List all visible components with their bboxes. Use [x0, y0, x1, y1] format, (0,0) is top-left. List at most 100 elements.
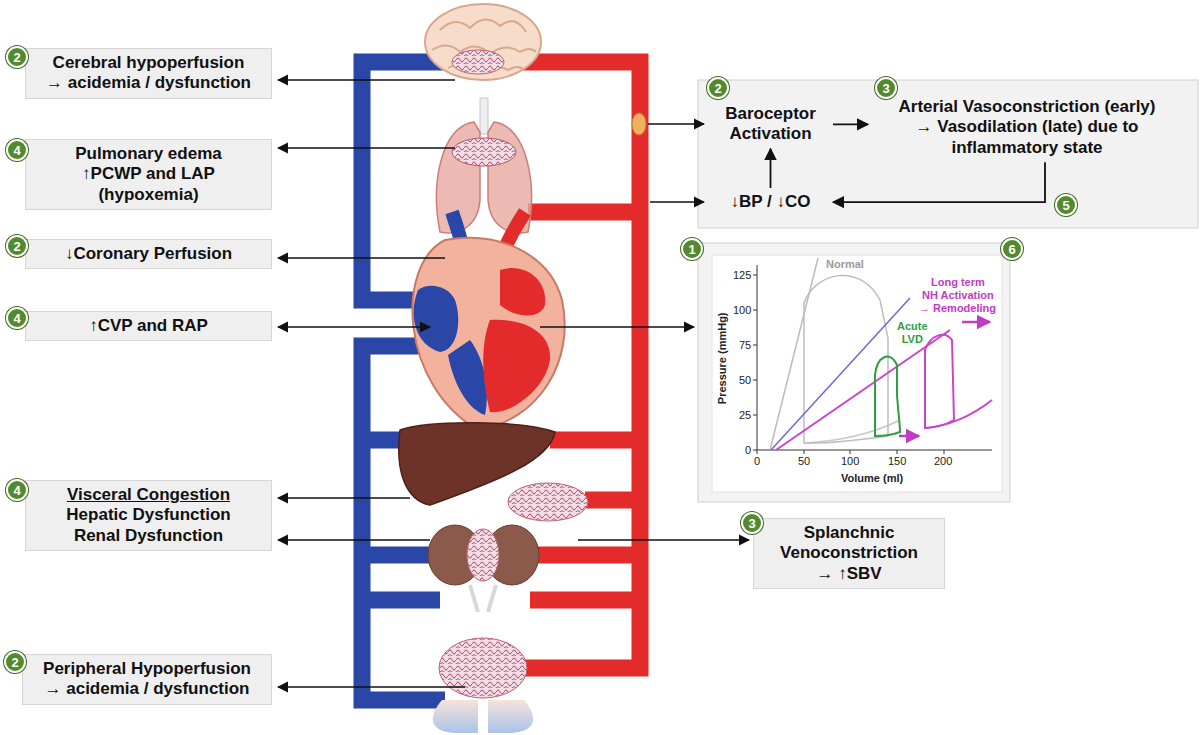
leader-line	[278, 147, 455, 149]
effect-box: ↓Coronary Perfusion	[25, 239, 272, 269]
curve-label: NH Activation	[922, 289, 994, 302]
box-text: inflammatory state	[951, 138, 1102, 158]
box-text: ↓BP / ↓CO	[731, 192, 811, 212]
callout-number: 4	[6, 479, 28, 501]
leader-line	[648, 123, 704, 125]
feet	[488, 700, 533, 733]
effect-box: ↑CVP and RAP	[25, 311, 272, 341]
axis-title: Volume (ml)	[841, 472, 903, 485]
effect-box: Peripheral Hypoperfusion→ acidemia / dys…	[22, 654, 272, 705]
brain	[425, 4, 541, 80]
kidneys	[428, 525, 539, 612]
box-text: ↑PCWP and LAP	[82, 164, 215, 184]
vein	[362, 346, 445, 700]
tick-label: 125	[733, 269, 751, 282]
callout-number: 4	[6, 307, 28, 329]
leader-line	[278, 80, 749, 687]
box-text: → ↑SBV	[762, 564, 936, 584]
tick-label: 50	[739, 374, 751, 387]
heart	[414, 286, 459, 352]
tick-label: 75	[739, 339, 751, 352]
leader-line	[650, 201, 704, 203]
leader-line	[278, 497, 410, 499]
heart	[412, 212, 564, 430]
feet	[439, 638, 527, 698]
tick-label: 200	[934, 455, 952, 468]
pv-chart	[875, 357, 900, 436]
box-text: Visceral Congestion	[67, 485, 230, 505]
leader-line	[278, 326, 430, 328]
callout-number: 2	[707, 77, 729, 99]
panel	[698, 80, 1198, 502]
leader-line	[278, 79, 455, 81]
tick-label: 150	[888, 455, 906, 468]
callout-number: 6	[1001, 238, 1023, 260]
lungs	[480, 98, 488, 134]
leader-line	[278, 257, 445, 259]
panel	[712, 255, 1002, 492]
effect-box: Visceral CongestionHepatic DysfunctionRe…	[25, 480, 272, 551]
pv-chart	[753, 258, 992, 454]
callout-number: 1	[681, 238, 703, 260]
curve-label: Long term	[931, 276, 985, 289]
pv-chart	[925, 400, 992, 428]
box-text: (hypoxemia)	[98, 185, 198, 205]
box-text: Renal Dysfunction	[74, 526, 223, 546]
pv-chart	[757, 450, 944, 454]
box-text: Splanchnic Venoconstriction	[762, 523, 936, 564]
heart	[500, 268, 545, 315]
lungs	[452, 138, 516, 166]
pv-chart	[776, 330, 950, 450]
callout-number: 2	[6, 235, 28, 257]
callout-number: 3	[741, 512, 763, 534]
pv-chart	[753, 275, 757, 450]
heart	[412, 238, 564, 430]
curve-label: Normal	[826, 258, 864, 271]
leader-line	[540, 326, 694, 328]
spleen	[508, 483, 588, 521]
leader-line	[578, 539, 749, 541]
box-text: → acidemia / dysfunction	[45, 679, 250, 699]
effect-box: Cerebral hypoperfusion→ acidemia / dysfu…	[25, 48, 272, 99]
callout-number: 3	[875, 77, 897, 99]
callout-number: 2	[6, 46, 28, 68]
tick-label: 25	[739, 409, 751, 422]
heart	[448, 340, 487, 415]
callout-number: 5	[1055, 194, 1077, 216]
artery	[585, 492, 640, 509]
flow-arrow	[833, 162, 1045, 202]
curve-label: Acute LVD	[897, 320, 928, 346]
artery	[530, 592, 640, 609]
brain	[440, 19, 526, 32]
curve-label: → Remodeling	[919, 302, 996, 315]
pv-chart	[771, 298, 910, 450]
box-text: Hepatic Dysfunction	[66, 505, 230, 525]
tick-label: 50	[798, 455, 810, 468]
tick-label: 100	[841, 455, 859, 468]
mechanism-node: Baroceptor Activation	[708, 100, 833, 149]
heart	[483, 320, 550, 412]
vein	[362, 592, 440, 609]
effect-box: Pulmonary edema↑PCWP and LAP(hypoxemia)	[25, 139, 272, 210]
baroreceptor	[632, 113, 646, 135]
box-text: → Vasodilation (late) due to	[916, 117, 1139, 137]
brain	[425, 4, 541, 80]
pv-chart	[962, 321, 990, 324]
brain	[452, 50, 504, 74]
box-text: Pulmonary edema	[75, 144, 221, 164]
artery	[550, 432, 640, 449]
flow-arrow	[833, 124, 868, 126]
feet	[433, 638, 533, 733]
panel	[698, 80, 1198, 228]
box-text: → acidemia / dysfunction	[46, 73, 251, 93]
box-text: Peripheral Hypoperfusion	[43, 659, 251, 679]
callout-number: 2	[4, 651, 26, 673]
kidneys	[467, 529, 499, 581]
axis-title: Pressure (mmHg)	[716, 312, 729, 404]
box-text: Arterial Vasoconstriction (early)	[899, 97, 1156, 117]
pv-chart	[925, 335, 954, 428]
tick-label: 100	[733, 304, 751, 317]
artery	[528, 204, 640, 221]
tick-label: 0	[754, 455, 760, 468]
